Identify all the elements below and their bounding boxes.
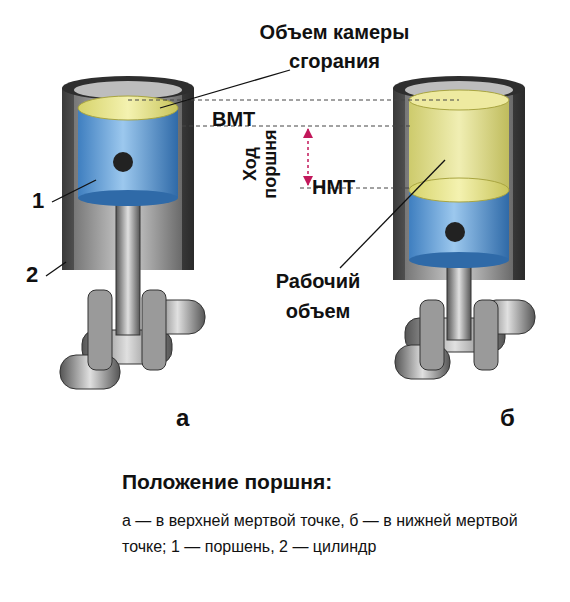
tdc-label: ВМТ [212, 108, 255, 131]
callout-number: 1 [32, 188, 44, 214]
title: Положение поршня: [122, 470, 332, 494]
cylinder-a [60, 76, 205, 389]
stroke-label: Ход поршня [240, 124, 280, 204]
reference-lines [128, 100, 459, 188]
caption: а — в верхней мертвой точке, б — в нижне… [122, 508, 552, 560]
leader-lines [46, 70, 445, 276]
cylinder-b [393, 76, 535, 379]
stroke-dimension [307, 129, 309, 185]
bdc-label: НМТ [312, 176, 355, 199]
callout-number: 2 [26, 262, 38, 288]
view-letter: а [176, 404, 189, 432]
chamber-label: Объем камеры сгорания [232, 18, 437, 76]
view-letter: б [500, 404, 515, 432]
volume-label: Рабочий объем [258, 266, 378, 326]
